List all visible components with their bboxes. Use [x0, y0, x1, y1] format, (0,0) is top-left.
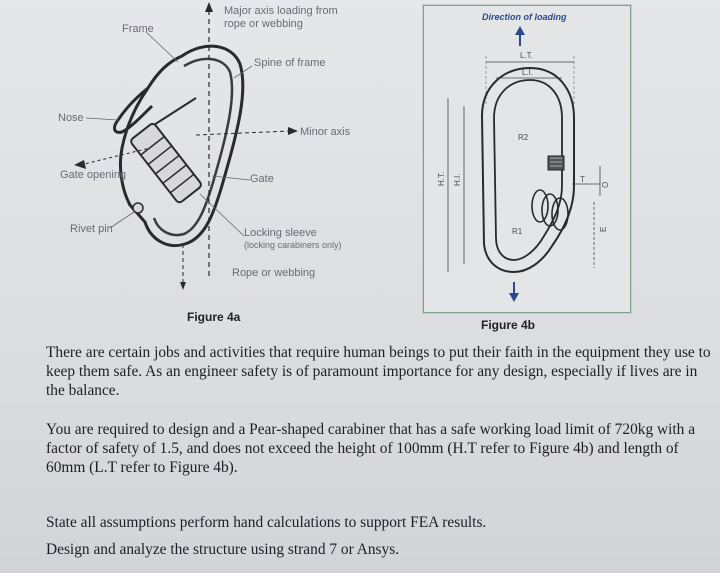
- figure-4b-caption: Figure 4b: [481, 318, 536, 332]
- label-direction-of-loading: Direction of loading: [482, 12, 567, 22]
- label-locking-sleeve-2: (locking carabiners only): [244, 240, 342, 250]
- paragraph-requirements: You are required to design and a Pear-sh…: [46, 421, 696, 476]
- label-o: O: [601, 182, 610, 188]
- label-spine: Spine of frame: [254, 57, 326, 69]
- label-hi: H.I.: [453, 174, 462, 186]
- figure-4b-diagram: Direction of loading L.T. L.I.: [437, 12, 610, 302]
- label-r2: R2: [518, 133, 529, 142]
- figure-4a-diagram: Frame Major axis loading from rope or we…: [58, 2, 351, 290]
- label-e: E: [599, 227, 608, 232]
- label-rivet-pin: Rivet pin: [70, 223, 113, 235]
- label-t: T: [580, 175, 585, 184]
- label-li: L.I.: [522, 68, 533, 77]
- paragraph-assumptions: State all assumptions perform hand calcu…: [46, 514, 487, 531]
- paragraph-intro: There are certain jobs and activities th…: [46, 344, 711, 399]
- label-frame: Frame: [122, 23, 154, 35]
- label-gate: Gate: [250, 173, 274, 185]
- label-major-axis-2: rope or webbing: [224, 18, 303, 30]
- label-locking-sleeve-1: Locking sleeve: [244, 227, 317, 239]
- figure-4b-panel: Direction of loading L.T. L.I.: [423, 5, 631, 313]
- label-ht: H.T.: [437, 172, 446, 186]
- label-gate-opening: Gate opening: [60, 169, 126, 181]
- label-nose: Nose: [58, 112, 84, 124]
- figure-4a-caption: Figure 4a: [187, 310, 241, 324]
- label-major-axis-1: Major axis loading from: [224, 5, 338, 17]
- paragraph-analysis: Design and analyze the structure using s…: [46, 541, 400, 558]
- label-r1: R1: [512, 227, 523, 236]
- label-rope: Rope or webbing: [232, 267, 315, 279]
- label-lt: L.T.: [520, 51, 533, 60]
- label-minor-axis: Minor axis: [300, 126, 351, 138]
